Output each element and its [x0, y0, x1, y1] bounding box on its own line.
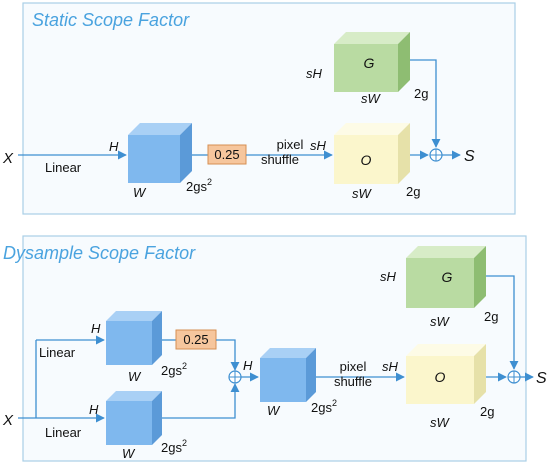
- panel-frame: [22, 2, 516, 215]
- cube-top: [260, 348, 316, 358]
- sum-node-2: [507, 370, 521, 384]
- o-cube: [406, 344, 486, 404]
- g-c-label: 2g: [484, 309, 498, 324]
- bottom-feature-h-label: H: [89, 402, 99, 417]
- dysample-scope-factor-panel: Dysample Scope Factor X Linear Linear H …: [2, 235, 547, 462]
- linear-top-label: Linear: [39, 345, 76, 360]
- input-x-label: X: [2, 412, 14, 429]
- g-cube: [334, 32, 410, 92]
- cube-side: [398, 123, 410, 184]
- o-w-label: sW: [352, 186, 373, 201]
- o-cube: [334, 123, 410, 184]
- cube-side: [180, 123, 192, 183]
- top-feature-w-label: W: [128, 369, 142, 384]
- sum-node-1: [228, 370, 242, 384]
- cube-side: [474, 344, 486, 404]
- pixel-shuffle-label-2: shuffle: [334, 374, 372, 389]
- top-feature-h-label: H: [91, 321, 101, 336]
- scale-value: 0.25: [214, 147, 239, 162]
- cube-top: [106, 311, 162, 321]
- cube-front: [106, 401, 152, 445]
- mid-feature-c-label: 2gs2: [311, 398, 337, 415]
- g-cube: [406, 246, 486, 308]
- static-scope-factor-panel: Static Scope Factor X Linear H W 2gs2 0.…: [2, 2, 516, 215]
- top-feature-c-label: 2gs2: [161, 361, 187, 378]
- cube-front: [334, 44, 398, 92]
- cube-front: [334, 135, 398, 184]
- bottom-feature-cube: [106, 391, 162, 445]
- top-feature-cube: [106, 311, 162, 365]
- feature-w-label: W: [133, 185, 147, 200]
- g-w-label: sW: [361, 91, 382, 106]
- linear-bottom-label: Linear: [45, 425, 82, 440]
- o-h-label: sH: [310, 138, 327, 153]
- feature-cube: [128, 123, 192, 183]
- panel-title: Dysample Scope Factor: [3, 243, 196, 263]
- output-s-label: S: [464, 148, 475, 165]
- cube-side: [474, 246, 486, 308]
- mid-feature-h-label: H: [243, 358, 253, 373]
- g-c-label: 2g: [414, 86, 428, 101]
- g-to-sum-arrow: [486, 275, 519, 370]
- feature-c-label: 2gs2: [186, 177, 212, 194]
- input-x-label: X: [2, 150, 14, 167]
- scale-value: 0.25: [183, 332, 208, 347]
- cube-side: [152, 311, 162, 365]
- cube-front: [406, 258, 474, 308]
- g-h-label: sH: [380, 269, 397, 284]
- g-w-label: sW: [430, 314, 451, 329]
- o-c-label: 2g: [406, 184, 420, 199]
- scale-to-sum-arrow: [216, 339, 240, 371]
- feature-h-label: H: [109, 139, 119, 154]
- o-label: O: [435, 369, 446, 385]
- g-h-label: sH: [306, 66, 323, 81]
- cube-top: [106, 391, 162, 401]
- bottom-feature-w-label: W: [122, 446, 136, 461]
- g-label: G: [364, 55, 375, 71]
- pixel-shuffle-label-1: pixel: [340, 359, 367, 374]
- g-label: G: [442, 269, 453, 285]
- cube-top: [406, 246, 486, 258]
- cube-side: [306, 348, 316, 402]
- o-w-label: sW: [430, 415, 451, 430]
- cube-top: [334, 32, 410, 44]
- cube-side: [398, 32, 410, 92]
- cube-front: [260, 358, 306, 402]
- g-to-sum-arrow: [410, 59, 441, 148]
- o-h-label: sH: [382, 359, 399, 374]
- o-label: O: [361, 152, 372, 168]
- output-s-label: S: [536, 370, 547, 387]
- cube-top: [406, 344, 486, 356]
- cube-top: [334, 123, 410, 135]
- bottom-to-sum-arrow: [162, 383, 240, 419]
- cube-side: [152, 391, 162, 445]
- cube-front: [128, 135, 180, 183]
- cube-front: [106, 321, 152, 365]
- panel-title: Static Scope Factor: [32, 10, 190, 30]
- cube-top: [128, 123, 192, 135]
- pixel-shuffle-label-2: shuffle: [261, 152, 299, 167]
- linear-label: Linear: [45, 160, 82, 175]
- o-c-label: 2g: [480, 404, 494, 419]
- mid-feature-w-label: W: [267, 403, 281, 418]
- mid-feature-cube: [260, 348, 316, 402]
- bottom-feature-c-label: 2gs2: [161, 438, 187, 455]
- cube-front: [406, 356, 474, 404]
- pixel-shuffle-label-1: pixel: [277, 137, 304, 152]
- sum-node: [429, 148, 443, 162]
